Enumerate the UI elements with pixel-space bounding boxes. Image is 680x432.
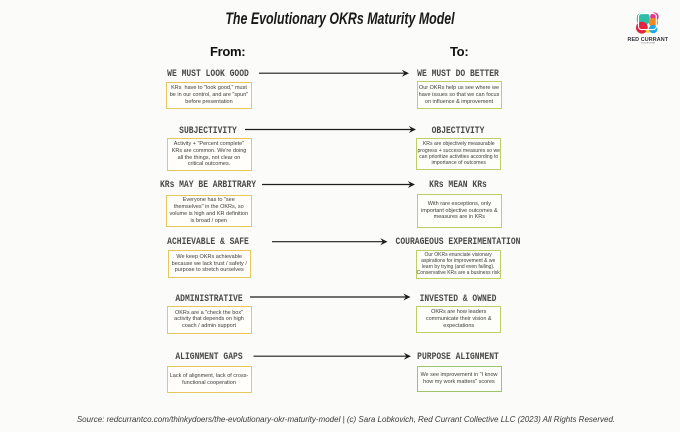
svg-text:RED CURRANT: RED CURRANT	[627, 37, 668, 43]
svg-text:COLLECTIVE: COLLECTIVE	[641, 43, 656, 45]
